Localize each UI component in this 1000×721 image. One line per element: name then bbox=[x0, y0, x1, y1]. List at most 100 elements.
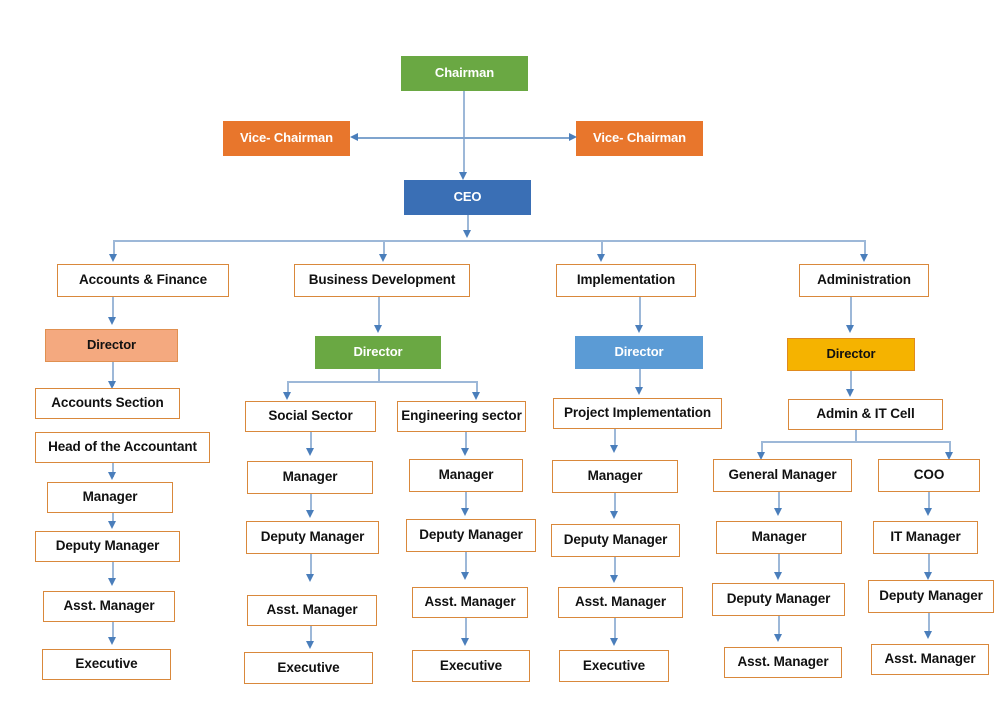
node-label: Asst. Manager bbox=[63, 598, 155, 614]
node-label: Executive bbox=[277, 659, 340, 675]
arrowhead-admin-coo bbox=[945, 452, 953, 460]
node-c1-manager[interactable]: Manager bbox=[47, 482, 173, 513]
arrowhead-c3-executive bbox=[461, 638, 469, 646]
node-label: Director bbox=[86, 337, 137, 353]
node-vice-chairman-left[interactable]: Vice- Chairman bbox=[223, 121, 350, 156]
node-dept-administration[interactable]: Administration bbox=[799, 264, 929, 297]
node-vice-chairman-right[interactable]: Vice- Chairman bbox=[576, 121, 703, 156]
connector-accounts-to-director bbox=[112, 297, 114, 319]
arrowhead-vc-right bbox=[569, 133, 577, 141]
arrowhead-accounts-to-director bbox=[108, 317, 116, 325]
node-c4-manager[interactable]: Manager bbox=[552, 460, 678, 493]
node-c1-deputy-manager[interactable]: Deputy Manager bbox=[35, 531, 180, 562]
arrowhead-c2-deputy bbox=[306, 510, 314, 518]
node-admin-it-cell[interactable]: Admin & IT Cell bbox=[788, 399, 943, 430]
node-label: Business Development bbox=[308, 272, 456, 288]
node-project-implementation[interactable]: Project Implementation bbox=[553, 398, 722, 429]
node-social-sector[interactable]: Social Sector bbox=[245, 401, 376, 432]
node-c3-manager[interactable]: Manager bbox=[409, 459, 523, 492]
arrowhead-c3-deputy bbox=[461, 508, 469, 516]
node-c2-asst-manager[interactable]: Asst. Manager bbox=[247, 595, 377, 626]
node-c5-manager[interactable]: Manager bbox=[716, 521, 842, 554]
arrowhead-c4-executive bbox=[610, 638, 618, 646]
node-it-manager[interactable]: IT Manager bbox=[873, 521, 978, 554]
connector-admin-split-bus bbox=[761, 441, 950, 443]
node-ceo[interactable]: CEO bbox=[404, 180, 531, 215]
connector-admin-director-to-cell bbox=[850, 371, 852, 393]
connector-c1-director-to-section bbox=[112, 362, 114, 386]
node-director-administration[interactable]: Director bbox=[787, 338, 915, 371]
node-label: Manager bbox=[82, 489, 138, 505]
node-label: Head of the Accountant bbox=[48, 439, 197, 455]
node-label: Asst. Manager bbox=[424, 594, 516, 610]
connector-c1-asst-to-executive bbox=[112, 622, 114, 640]
arrowhead-administration-to-director bbox=[846, 325, 854, 333]
arrowhead-implementation-to-director bbox=[635, 325, 643, 333]
arrowhead-drop-accounts bbox=[109, 254, 117, 262]
connector-drop-administration bbox=[864, 240, 866, 256]
node-coo[interactable]: COO bbox=[878, 459, 980, 492]
arrowhead-c1-deputy bbox=[108, 521, 116, 529]
node-c4-executive[interactable]: Executive bbox=[559, 650, 669, 682]
node-c1-asst-manager[interactable]: Asst. Manager bbox=[43, 591, 175, 622]
arrowhead-c5-deputy bbox=[774, 572, 782, 580]
connector-bd-drop-social bbox=[287, 381, 289, 395]
node-dept-business-development[interactable]: Business Development bbox=[294, 264, 470, 297]
node-c4-deputy-manager[interactable]: Deputy Manager bbox=[551, 524, 680, 557]
node-c2-deputy-manager[interactable]: Deputy Manager bbox=[246, 521, 379, 554]
node-label: Manager bbox=[587, 468, 643, 484]
arrowhead-c6-asst bbox=[924, 631, 932, 639]
node-director-accounts[interactable]: Director bbox=[45, 329, 178, 362]
connector-bd-director-down bbox=[378, 369, 380, 381]
connector-administration-to-director bbox=[850, 297, 852, 327]
node-dept-implementation[interactable]: Implementation bbox=[556, 264, 696, 297]
arrowhead-c1-manager bbox=[108, 472, 116, 480]
arrowhead-bd-engineering bbox=[472, 392, 480, 400]
arrowhead-c4-deputy bbox=[610, 511, 618, 519]
connector-c6-it-to-deputy bbox=[928, 554, 930, 576]
node-chairman[interactable]: Chairman bbox=[401, 56, 528, 91]
node-label: COO bbox=[913, 467, 945, 483]
node-c5-deputy-manager[interactable]: Deputy Manager bbox=[712, 583, 845, 616]
node-director-implementation[interactable]: Director bbox=[575, 336, 703, 369]
connector-c3-asst-to-executive bbox=[465, 618, 467, 642]
connector-drop-accounts bbox=[113, 240, 115, 256]
connector-c4-deputy-to-asst bbox=[614, 557, 616, 579]
node-c2-manager[interactable]: Manager bbox=[247, 461, 373, 494]
node-label: Executive bbox=[439, 657, 503, 673]
node-c1-executive[interactable]: Executive bbox=[42, 649, 171, 680]
arrowhead-c1-executive bbox=[108, 637, 116, 645]
node-director-business[interactable]: Director bbox=[315, 336, 441, 369]
node-label: IT Manager bbox=[890, 529, 961, 545]
node-accounts-section[interactable]: Accounts Section bbox=[35, 388, 180, 419]
connector-vice-chairmen bbox=[357, 137, 570, 139]
node-dept-accounts-finance[interactable]: Accounts & Finance bbox=[57, 264, 229, 297]
arrowhead-c6-it-manager bbox=[924, 508, 932, 516]
node-c3-deputy-manager[interactable]: Deputy Manager bbox=[406, 519, 536, 552]
connector-implementation-to-director bbox=[639, 297, 641, 327]
arrowhead-vc-left bbox=[350, 133, 358, 141]
connector-c2-deputy-to-asst bbox=[310, 554, 312, 578]
node-engineering-sector[interactable]: Engineering sector bbox=[397, 401, 526, 432]
node-label: Asst. Manager bbox=[266, 602, 358, 618]
connector-c4-director-to-project bbox=[639, 369, 641, 391]
connector-c1-head-to-manager bbox=[112, 463, 114, 477]
node-c6-asst-manager[interactable]: Asst. Manager bbox=[871, 644, 989, 675]
node-c6-deputy-manager[interactable]: Deputy Manager bbox=[868, 580, 994, 613]
connector-c6-coo-to-it-manager bbox=[928, 492, 930, 512]
arrowhead-drop-administration bbox=[860, 254, 868, 262]
connector-drop-implementation bbox=[601, 240, 603, 256]
node-label: Deputy Manager bbox=[726, 591, 831, 607]
arrowhead-c1-asst bbox=[108, 578, 116, 586]
node-label: Asst. Manager bbox=[737, 654, 829, 670]
node-c2-executive[interactable]: Executive bbox=[244, 652, 373, 684]
arrowhead-c4-manager bbox=[610, 445, 618, 453]
node-general-manager[interactable]: General Manager bbox=[713, 459, 852, 492]
node-c4-asst-manager[interactable]: Asst. Manager bbox=[558, 587, 683, 618]
node-c5-asst-manager[interactable]: Asst. Manager bbox=[724, 647, 842, 678]
arrowhead-business-to-director bbox=[374, 325, 382, 333]
node-c3-executive[interactable]: Executive bbox=[412, 650, 530, 682]
node-c3-asst-manager[interactable]: Asst. Manager bbox=[412, 587, 528, 618]
node-head-of-accountant[interactable]: Head of the Accountant bbox=[35, 432, 210, 463]
